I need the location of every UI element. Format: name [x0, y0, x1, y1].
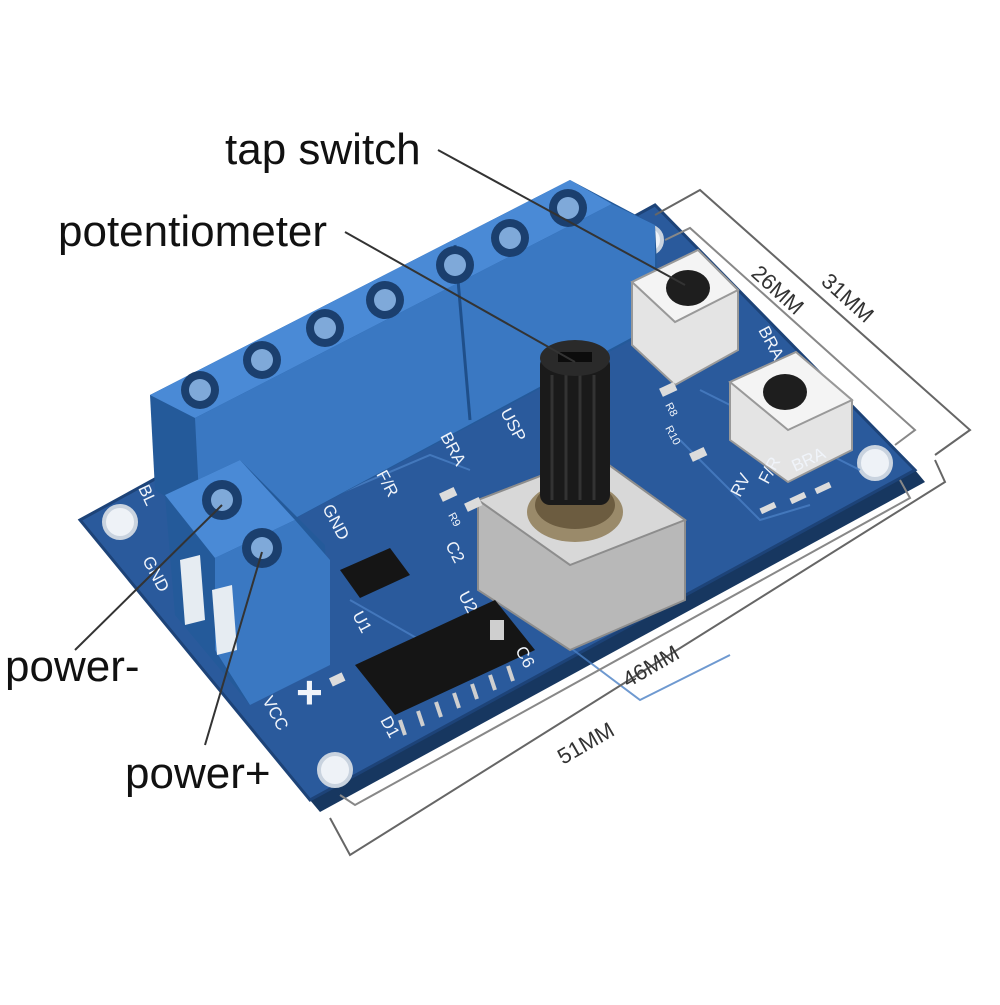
- callout-power-minus: power-: [5, 642, 140, 691]
- dim-label-51mm: 51MM: [553, 717, 618, 769]
- dim-label-31mm: 31MM: [817, 268, 879, 327]
- dimension-brackets: [329, 188, 972, 857]
- mounting-hole: [857, 445, 893, 481]
- leader-tap-switch: [437, 149, 686, 286]
- callout-power-plus: power+: [125, 749, 271, 798]
- dim-line-26mm: [664, 226, 917, 446]
- smd-components: [328, 381, 832, 687]
- callout-leader-lines: [74, 149, 686, 746]
- terminal-screw-holes: [181, 189, 587, 409]
- silk-r8: R8: [662, 401, 679, 419]
- tap-switch-top: [630, 248, 740, 387]
- terminal-block-large: [150, 180, 660, 545]
- leader-power-plus: [204, 551, 263, 746]
- dim-line-51mm: [329, 459, 947, 857]
- leader-power-minus: [74, 504, 223, 651]
- dim-line-31mm: [654, 188, 972, 456]
- potentiometer-component: [475, 340, 688, 652]
- dim-line-46mm: [339, 479, 912, 807]
- dim-label-46mm: 46MM: [618, 640, 683, 692]
- callout-tap-switch: tap switch: [225, 125, 421, 174]
- silk-r9: R9: [445, 511, 462, 529]
- silk-plus: +: [296, 666, 323, 718]
- mounting-hole: [102, 504, 138, 540]
- mounting-hole: [317, 752, 353, 788]
- callout-potentiometer: potentiometer: [58, 207, 328, 256]
- terminal-block-power: [165, 460, 330, 705]
- tap-switch-bottom: [728, 350, 854, 484]
- leader-potentiometer: [344, 231, 576, 363]
- ic-chip-small: [340, 548, 410, 598]
- pcb-board-side-right: [310, 470, 925, 812]
